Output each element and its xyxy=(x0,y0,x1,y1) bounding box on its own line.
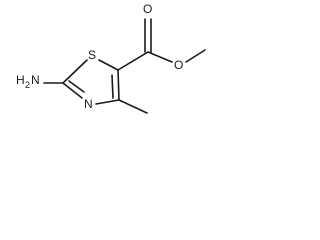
bond-c5-c4-double xyxy=(111,74,114,99)
amine-nitrogen-label: N xyxy=(31,73,40,87)
bond-ester-o-methyl xyxy=(185,49,206,63)
bond-c4-methyl xyxy=(118,99,148,114)
bond-s-c5 xyxy=(98,59,119,71)
carbonyl-oxygen-label: O xyxy=(143,2,152,16)
bond-n3-c2-double xyxy=(68,80,85,93)
bond-c4-n3 xyxy=(95,99,120,105)
amine-h-label: H xyxy=(16,73,25,87)
amine-subscript-label: 2 xyxy=(25,80,30,90)
ester-oxygen-label: O xyxy=(174,58,183,72)
bond-n3-c2 xyxy=(62,82,83,99)
bond-carbonyl-ester-o xyxy=(147,51,173,63)
bond-c5-c4 xyxy=(117,69,120,101)
nitrogen-atom-label: N xyxy=(84,97,93,111)
chemical-structure-diagram: S N H 2 N O O xyxy=(16,2,206,114)
bond-c5-carbonyl xyxy=(117,51,149,71)
bond-c2-s xyxy=(62,59,88,84)
sulfur-atom-label: S xyxy=(88,48,96,62)
